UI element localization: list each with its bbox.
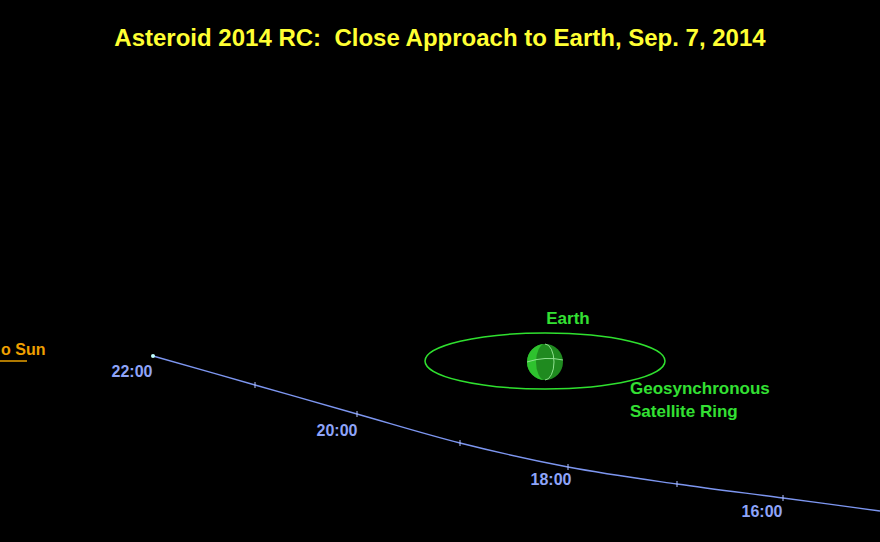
earth-label: Earth [546, 308, 589, 330]
hour-tick [357, 411, 358, 417]
asteroid-trajectory [151, 354, 880, 511]
earth-globe [527, 344, 563, 380]
earth-equator [527, 358, 563, 362]
sun-direction-line [0, 360, 27, 362]
diagram-title: Asteroid 2014 RC: Close Approach to Eart… [114, 22, 765, 53]
geosynchronous-ring [425, 333, 665, 389]
earth-meridian [545, 344, 554, 380]
trajectory-line [153, 356, 880, 511]
hour-tick [677, 481, 678, 487]
hour-tick [460, 440, 461, 446]
sun-direction-label: o Sun [1, 340, 45, 361]
time-label: 20:00 [317, 421, 358, 442]
time-label: 22:00 [112, 362, 153, 383]
hour-tick [783, 495, 784, 501]
earth-lit-side [527, 344, 545, 380]
time-label: 16:00 [742, 502, 783, 523]
hour-tick [255, 382, 256, 388]
time-label: 18:00 [531, 470, 572, 491]
ring-label: Geosynchronous Satellite Ring [630, 378, 820, 424]
asteroid-position [151, 354, 155, 358]
hour-tick [568, 464, 569, 470]
